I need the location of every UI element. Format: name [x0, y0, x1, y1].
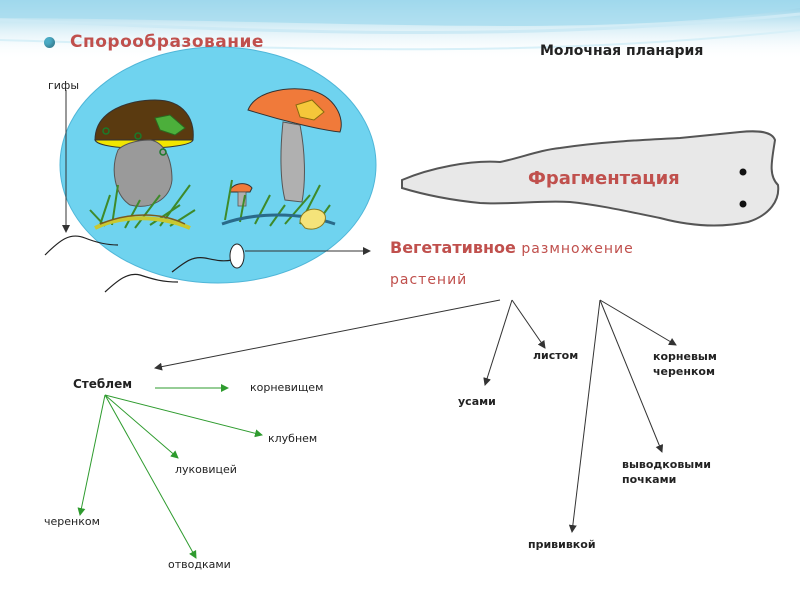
- runners-label: усами: [458, 395, 496, 408]
- vegetative-heading: Вегетативное размножение: [390, 238, 634, 257]
- hyphae-label: гифы: [48, 79, 79, 92]
- plants-word: растений: [390, 272, 467, 288]
- planaria-eye-icon: [740, 169, 747, 176]
- graft-label: прививкой: [528, 538, 596, 551]
- title-bullet-icon: [44, 37, 55, 48]
- tuber-label: клубнем: [268, 432, 317, 445]
- leaf-label: листом: [533, 349, 578, 362]
- spore-icon: [230, 244, 244, 268]
- fragmentation-label: Фрагментация: [528, 168, 680, 189]
- planaria-title: Молочная планария: [540, 43, 703, 59]
- spore-oval: [60, 47, 376, 283]
- vegetative-branches: [155, 300, 676, 532]
- root-cutting-label: корневым черенком: [653, 349, 733, 379]
- vegetative-word: Вегетативное: [390, 238, 516, 257]
- bulb-label: луковицей: [175, 463, 237, 476]
- planaria-eye-icon: [740, 201, 747, 208]
- slide-title: Спорообразование: [70, 32, 264, 52]
- brood-buds-label: выводковыми почками: [622, 457, 722, 487]
- reproduction-word: размножение: [521, 241, 633, 257]
- stem-title: Стеблем: [73, 377, 132, 391]
- cutting-label: черенком: [44, 515, 100, 528]
- layering-label: отводками: [168, 558, 231, 571]
- rhizome-label: корневищем: [250, 381, 323, 394]
